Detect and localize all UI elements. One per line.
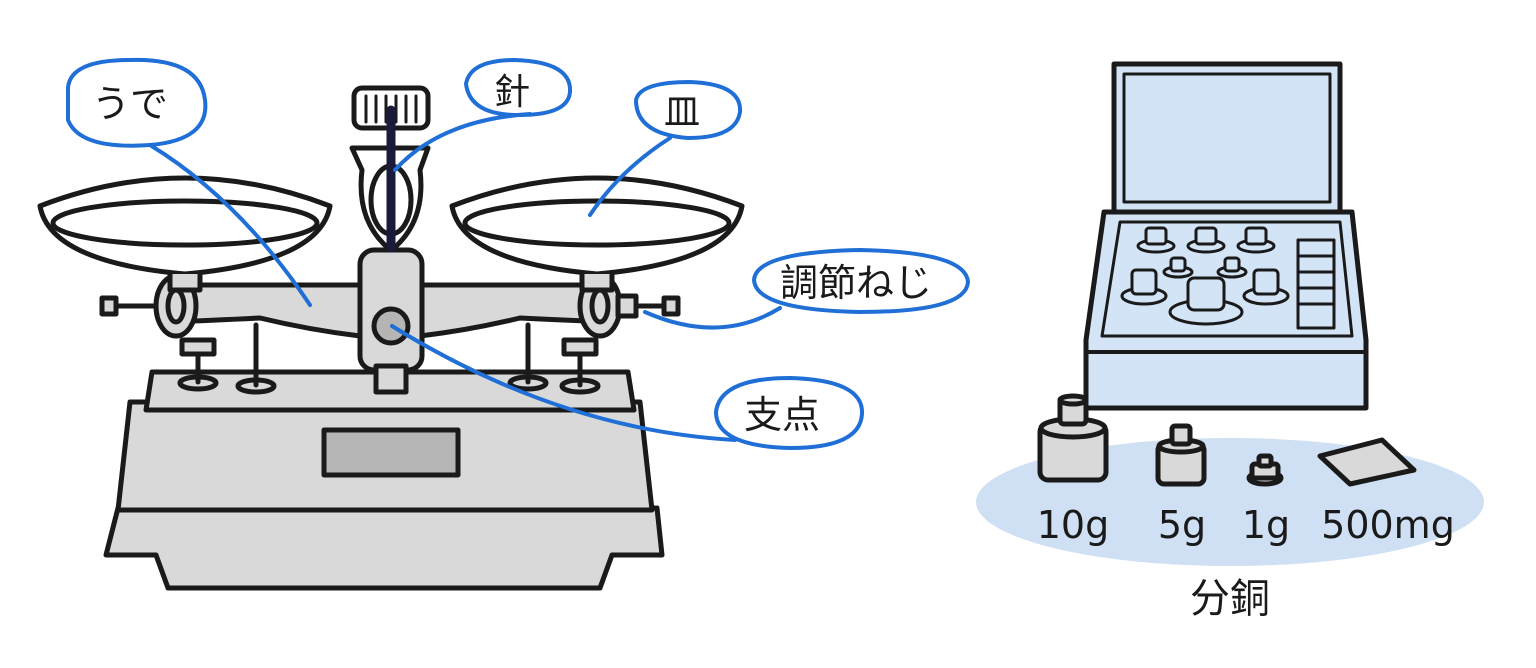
callout-screw xyxy=(752,248,970,314)
weight-1g xyxy=(1246,453,1284,487)
column-foot xyxy=(373,363,409,395)
callout-pan xyxy=(634,80,743,140)
callout-needle xyxy=(464,58,573,118)
weight-labels: 10g 5g 1g 500mg xyxy=(1037,503,1455,547)
name-plate xyxy=(321,427,461,478)
weight-10g xyxy=(1037,393,1109,483)
callout-arm-leader xyxy=(148,143,312,307)
callout-screw-leader xyxy=(643,306,782,330)
base-posts xyxy=(177,322,601,395)
weight-label-5g: 5g xyxy=(1158,503,1206,547)
box-lid-inner xyxy=(1122,72,1332,204)
pan-right xyxy=(449,175,745,293)
label-needle: 針 xyxy=(494,72,530,113)
balance-foot xyxy=(103,505,665,591)
label-pan: 皿 xyxy=(664,92,700,133)
weights-caption: 分銅 xyxy=(1190,576,1270,622)
callout-needle-leader xyxy=(393,112,532,172)
label-arm: うで xyxy=(92,82,168,126)
weight-5g xyxy=(1155,423,1207,487)
callout-fulcrum-leader xyxy=(390,324,737,442)
callout-fulcrum xyxy=(714,376,865,450)
callouts xyxy=(66,57,970,450)
pan-left xyxy=(37,175,333,293)
balance xyxy=(37,85,745,591)
box-weights xyxy=(1120,226,1336,330)
callout-pan-leader xyxy=(588,136,672,217)
callout-arm xyxy=(66,57,208,148)
weight-box xyxy=(1037,61,1417,487)
weight-label-10g: 10g xyxy=(1037,503,1109,547)
weight-label-1g: 1g xyxy=(1242,503,1290,547)
weight-500mg xyxy=(1317,437,1417,487)
label-adjust-screw: 調節ねじ xyxy=(780,261,932,305)
weight-label-500mg: 500mg xyxy=(1321,503,1455,547)
label-fulcrum: 支点 xyxy=(744,393,820,437)
